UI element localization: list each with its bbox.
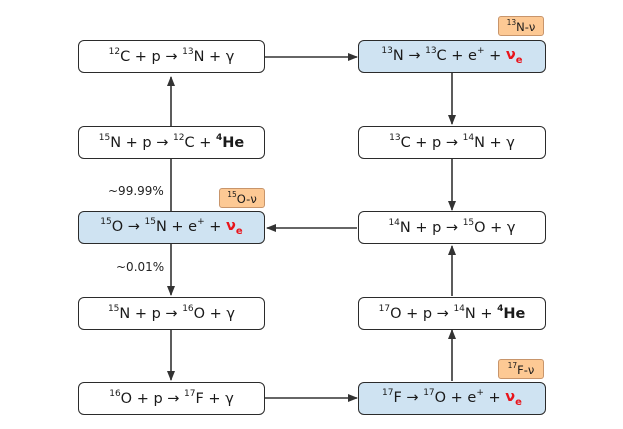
node-n13-beta-decay: 13N → 13C + e+ + νe xyxy=(358,40,546,73)
node-c13-proton-capture: 13C + p → 14N + γ xyxy=(358,126,546,159)
tag-f17-neutrino: 17F-ν xyxy=(498,359,544,379)
node-o15-beta-decay: 15O → 15N + e+ + νe xyxy=(78,211,265,244)
node-n15-proton-gamma: 15N + p → 16O + γ xyxy=(78,297,265,330)
tag-o15-neutrino: 15O-ν xyxy=(219,188,265,208)
branch-ratio-lower: ~0.01% xyxy=(116,260,165,274)
node-n14-proton-capture: 14N + p → 15O + γ xyxy=(358,211,546,244)
tag-n13-neutrino: 13N-ν xyxy=(498,16,544,36)
branch-ratio-upper: ~99.99% xyxy=(108,184,164,198)
node-o16-proton-capture: 16O + p → 17F + γ xyxy=(78,382,265,415)
node-c12-proton-capture: 12C + p → 13N + γ xyxy=(78,40,265,73)
node-n15-proton-alpha: 15N + p → 12C + 4He xyxy=(78,126,265,159)
node-o17-proton-alpha: 17O + p → 14N + 4He xyxy=(358,297,546,330)
node-f17-beta-decay: 17F → 17O + e+ + νe xyxy=(358,382,546,415)
